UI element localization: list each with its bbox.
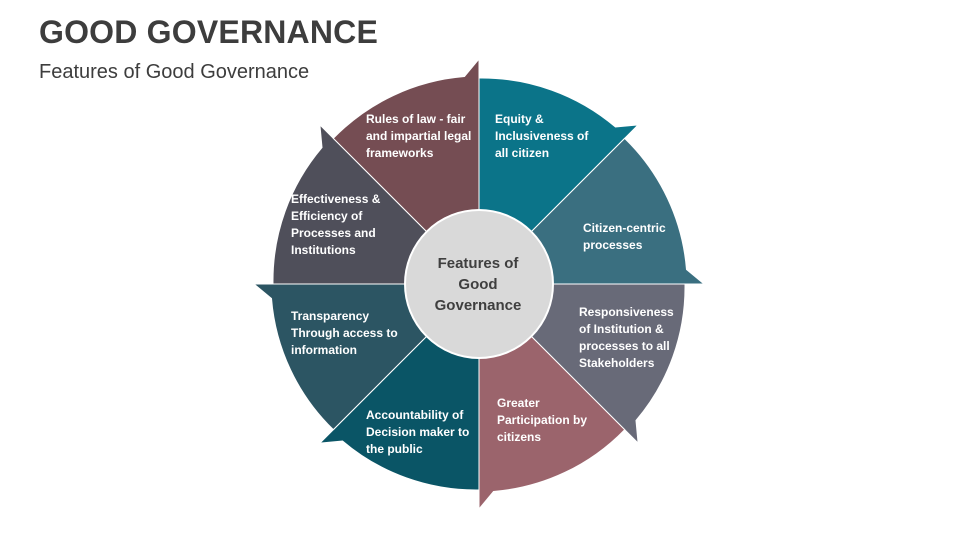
segment-label-citizen-centric: Citizen-centric processes — [583, 221, 666, 252]
segment-label-responsiveness: Responsiveness of Institution & processe… — [579, 305, 674, 370]
segment-label-transparency: Transparency Through access to informati… — [291, 309, 398, 357]
segment-label-rules-of-law: Rules of law - fair and impartial legal … — [366, 112, 472, 160]
page-subtitle: Features of Good Governance — [39, 61, 310, 83]
segment-label-effectiveness: Effectiveness & Efficiency of Processes … — [291, 192, 381, 257]
segment-label-accountability: Accountability of Decision maker to the … — [366, 408, 470, 456]
segment-label-participation: Greater Participation by citizens — [497, 396, 588, 444]
center-label: Features of Good Governance — [434, 255, 522, 314]
center-circle — [404, 209, 554, 359]
segment-label-equity: Equity & Inclusiveness of all citizen — [495, 112, 589, 160]
page-title: GOOD GOVERNANCE — [39, 14, 379, 50]
